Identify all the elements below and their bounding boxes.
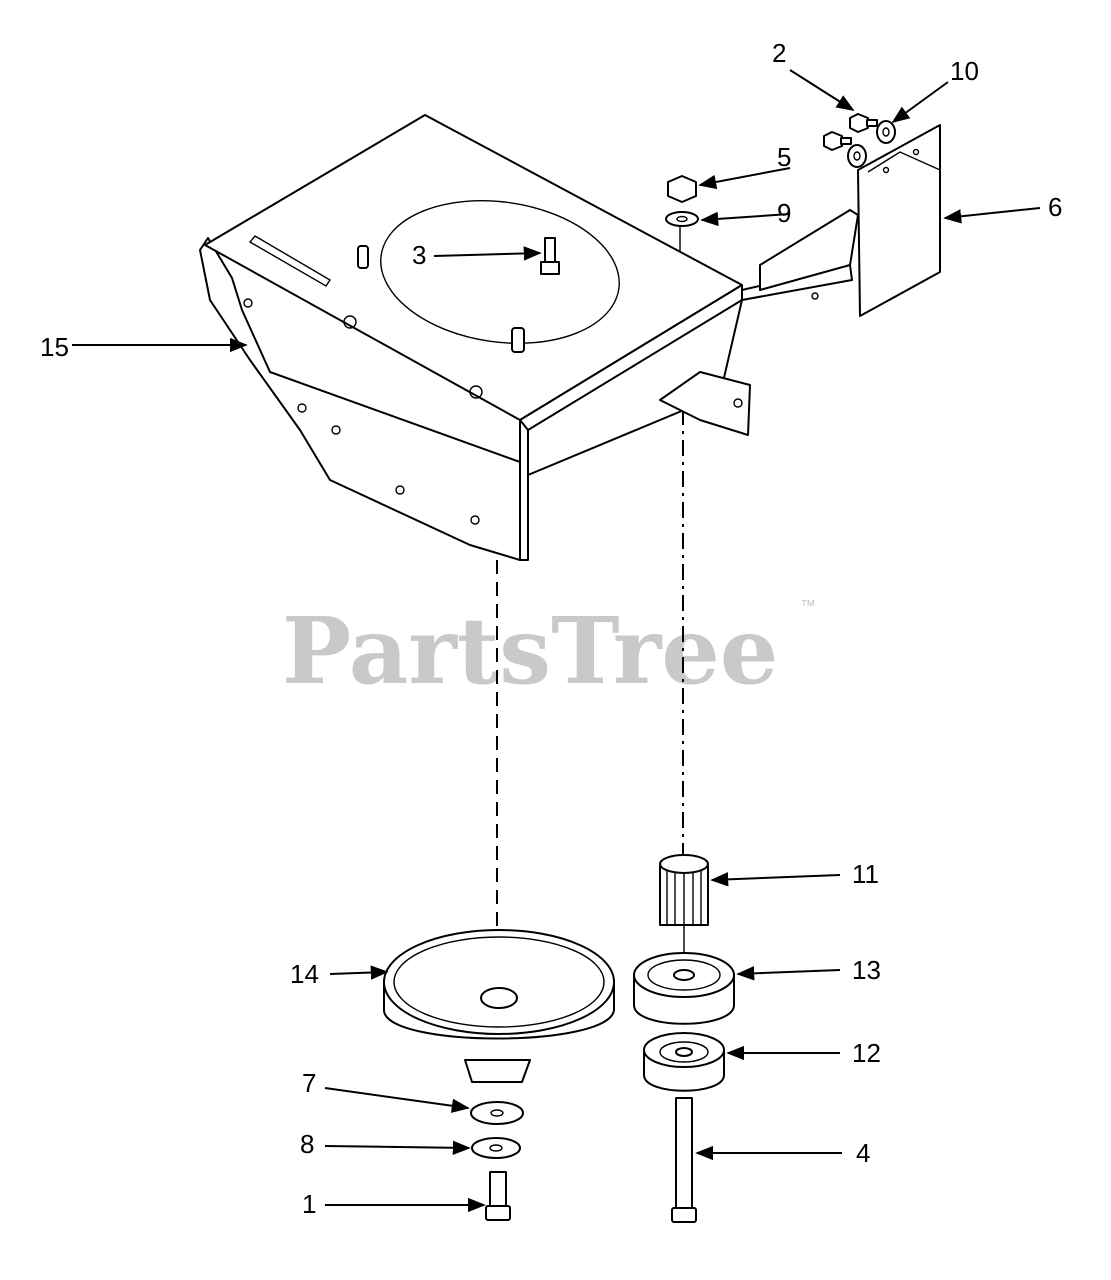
callout-12: 12 <box>852 1038 881 1068</box>
callout-4: 4 <box>856 1138 870 1168</box>
washer <box>665 211 699 227</box>
long-bolt-head <box>671 1207 697 1223</box>
pin-lower <box>511 327 525 353</box>
pulley-groove <box>393 936 605 1028</box>
rivet <box>469 385 483 399</box>
lower-flange <box>659 371 751 436</box>
plate-hole <box>882 166 890 174</box>
hole <box>243 298 253 308</box>
plate-hole <box>912 148 920 156</box>
watermark-brand: PartsTree <box>282 597 778 705</box>
screw-head <box>849 113 869 133</box>
leader-5 <box>698 167 791 190</box>
washer-hole <box>882 127 890 137</box>
leader-6 <box>943 207 1041 224</box>
leader-13 <box>736 966 841 981</box>
callout-10: 10 <box>950 56 979 86</box>
callout-5: 5 <box>777 142 791 172</box>
screw-head <box>823 131 843 151</box>
leader-10 <box>891 81 949 124</box>
screw-part <box>823 113 878 151</box>
leader-11 <box>710 872 841 887</box>
idler-bore <box>673 969 695 981</box>
plate-edge <box>867 151 941 173</box>
idler-pulley-part <box>633 952 735 1025</box>
washer-hole <box>853 151 861 161</box>
pin-left <box>357 245 369 269</box>
bolt-head <box>485 1205 511 1221</box>
slot <box>248 235 331 287</box>
washer <box>876 120 896 144</box>
callout-15: 15 <box>40 332 69 362</box>
pulley-washer-part <box>470 1101 524 1159</box>
deck-bracket-part <box>199 114 859 561</box>
large-pulley-part <box>383 929 615 1083</box>
callout-8: 8 <box>300 1129 314 1159</box>
leader-14 <box>329 965 389 980</box>
pulley-hub <box>464 1059 531 1083</box>
nut-part <box>667 175 697 203</box>
callout-2: 2 <box>772 38 786 68</box>
bearing-pulley-part <box>643 1032 725 1092</box>
washer-7-hole <box>490 1109 504 1117</box>
callout-leaders <box>72 69 1041 1213</box>
washer-7 <box>470 1101 524 1125</box>
gear-part <box>659 854 709 965</box>
callout-6: 6 <box>1048 192 1062 222</box>
pulley-top <box>383 929 615 1035</box>
leader-7 <box>324 1087 470 1113</box>
hole <box>733 398 743 408</box>
watermark: PartsTree ™ <box>282 597 816 705</box>
leader-3 <box>433 246 542 261</box>
short-bolt-part <box>485 1171 511 1221</box>
callout-14: 14 <box>290 959 319 989</box>
callout-1: 1 <box>302 1189 316 1219</box>
gear-teeth <box>666 866 702 925</box>
idler-groove <box>647 959 721 991</box>
spindle-opening <box>380 199 620 345</box>
bolt-shank <box>489 1171 507 1209</box>
callout-7: 7 <box>302 1068 316 1098</box>
callout-11: 11 <box>852 859 879 889</box>
decal-plate-part <box>857 124 941 317</box>
rivet <box>343 315 357 329</box>
watermark-trademark: ™ <box>800 598 816 615</box>
hole <box>470 515 480 525</box>
washer-hole <box>676 215 688 223</box>
hole <box>331 425 341 435</box>
arm-tab <box>759 209 859 291</box>
callout-3: 3 <box>412 240 426 270</box>
long-bolt-part <box>671 1097 697 1223</box>
gear-top <box>659 854 709 874</box>
washer-8 <box>471 1137 521 1159</box>
bearing-race <box>659 1041 709 1063</box>
stud-hex <box>540 261 560 275</box>
leader-9 <box>700 211 791 227</box>
hole <box>395 485 405 495</box>
callout-13: 13 <box>852 955 881 985</box>
washer <box>847 144 867 168</box>
flat-washer-part <box>847 120 896 168</box>
screw-shank <box>866 119 878 127</box>
hole <box>811 292 819 300</box>
leader-2 <box>789 69 855 111</box>
stud-part <box>540 237 560 275</box>
washer-8-hole <box>489 1144 503 1152</box>
screw-shank <box>840 137 852 145</box>
callout-labels: 15 3 5 9 6 2 10 11 13 12 4 14 7 8 1 <box>40 38 1062 1219</box>
hole <box>297 403 307 413</box>
plate <box>857 124 941 317</box>
nut-hex <box>667 175 697 203</box>
leader-8 <box>324 1140 471 1155</box>
washer-part <box>665 211 699 227</box>
bearing-bore <box>675 1047 693 1057</box>
long-bolt-shank <box>675 1097 693 1211</box>
front-corner <box>519 419 529 561</box>
pulley-bore <box>480 987 518 1009</box>
callout-9: 9 <box>777 198 791 228</box>
